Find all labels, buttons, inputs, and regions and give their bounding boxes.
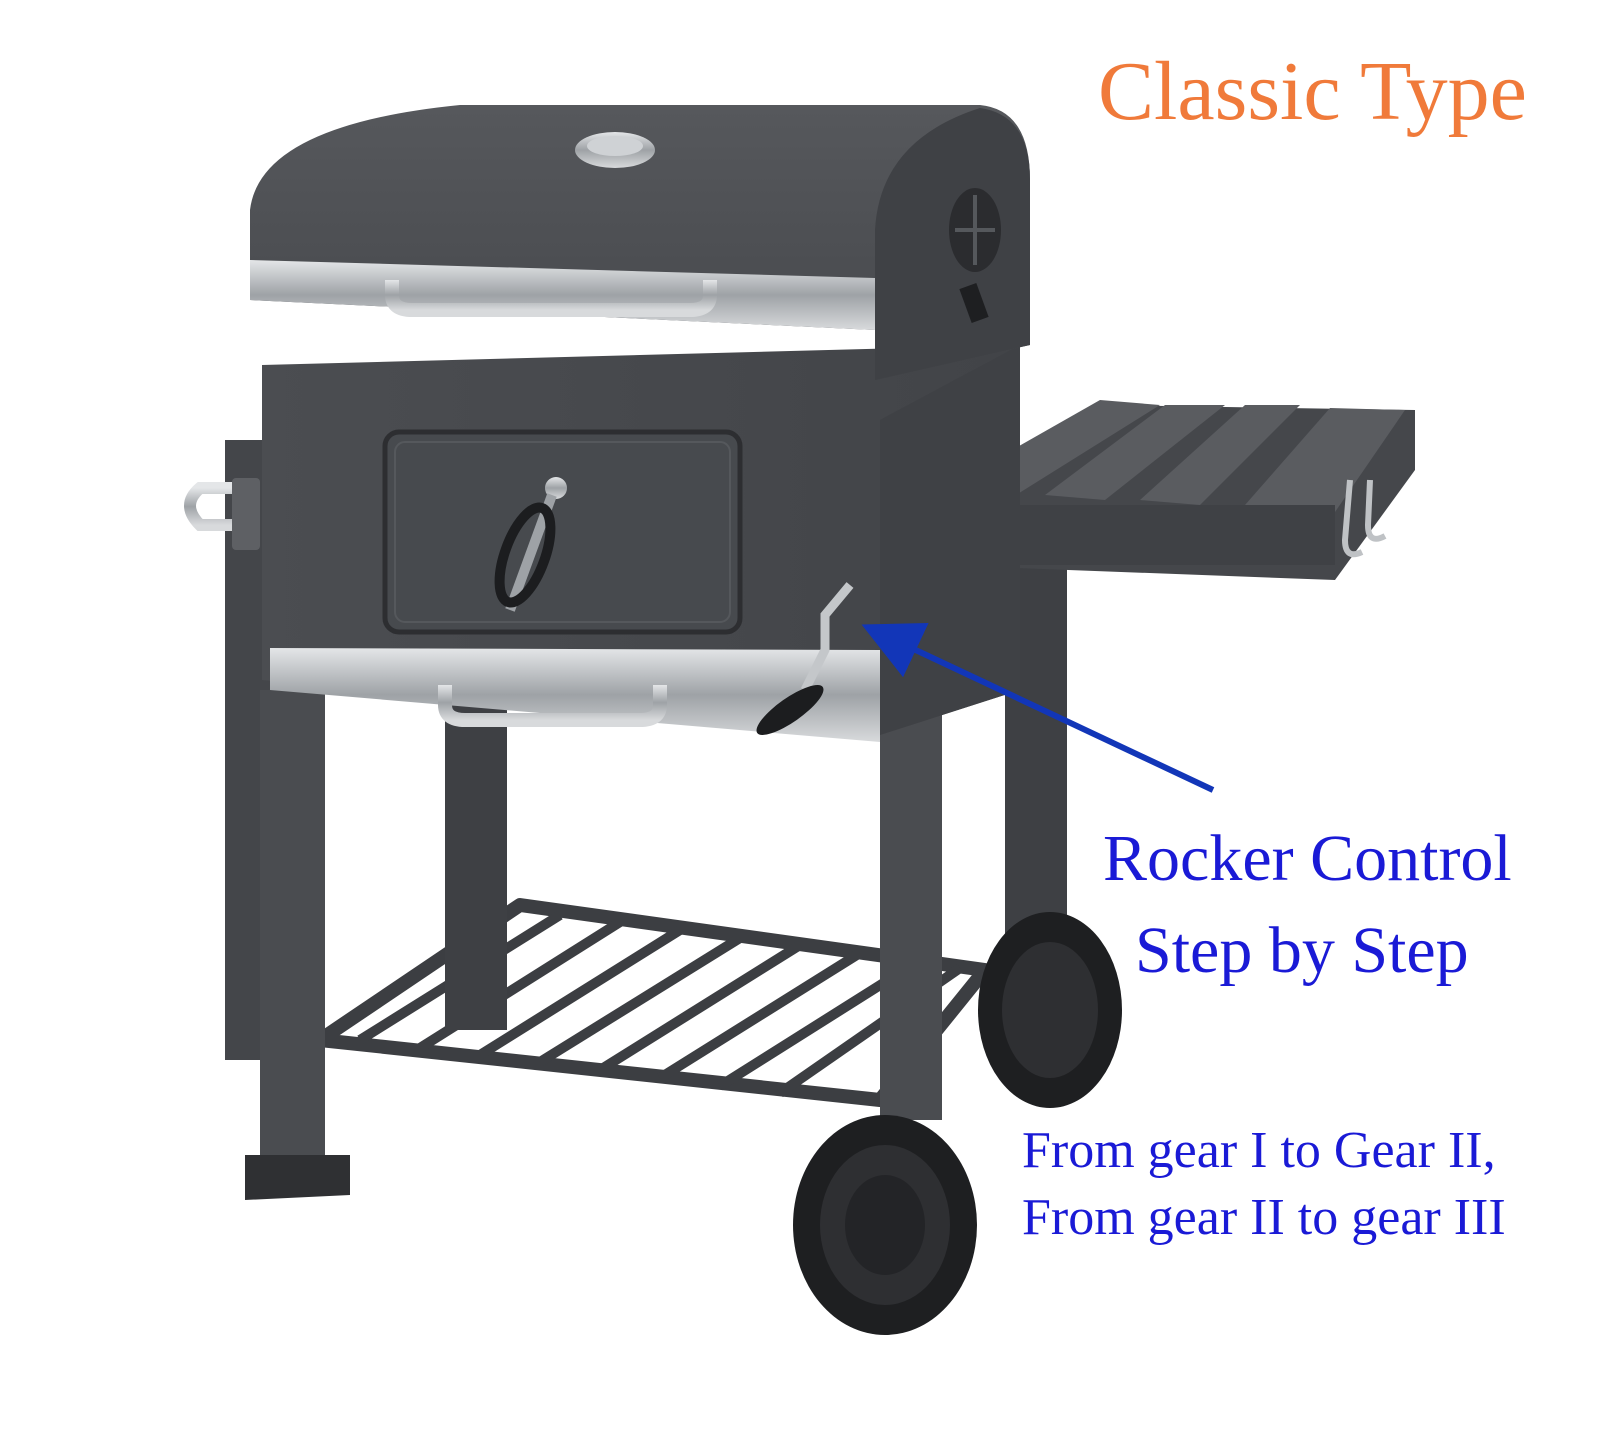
rocker-crank xyxy=(756,582,854,735)
front-wheel xyxy=(793,1115,977,1335)
door-handle xyxy=(494,477,567,612)
gear-note-line-2: From gear II to gear III xyxy=(1022,1189,1506,1246)
title-caption: Classic Type xyxy=(1098,45,1527,138)
charcoal-door xyxy=(382,429,743,635)
gear-note-line-1: From gear I to Gear II, xyxy=(1022,1122,1496,1179)
rear-wheel xyxy=(978,912,1122,1108)
thermometer-knob xyxy=(575,132,655,168)
rocker-control-caption: Rocker Control xyxy=(1103,822,1512,895)
air-vent xyxy=(949,188,1001,323)
annotation-arrow xyxy=(861,622,1215,793)
lid-handle xyxy=(385,280,717,317)
bottom-handle xyxy=(438,685,667,727)
step-by-step-caption: Step by Step xyxy=(1135,914,1469,987)
tool-hooks xyxy=(1341,479,1387,558)
side-handle xyxy=(184,478,260,550)
